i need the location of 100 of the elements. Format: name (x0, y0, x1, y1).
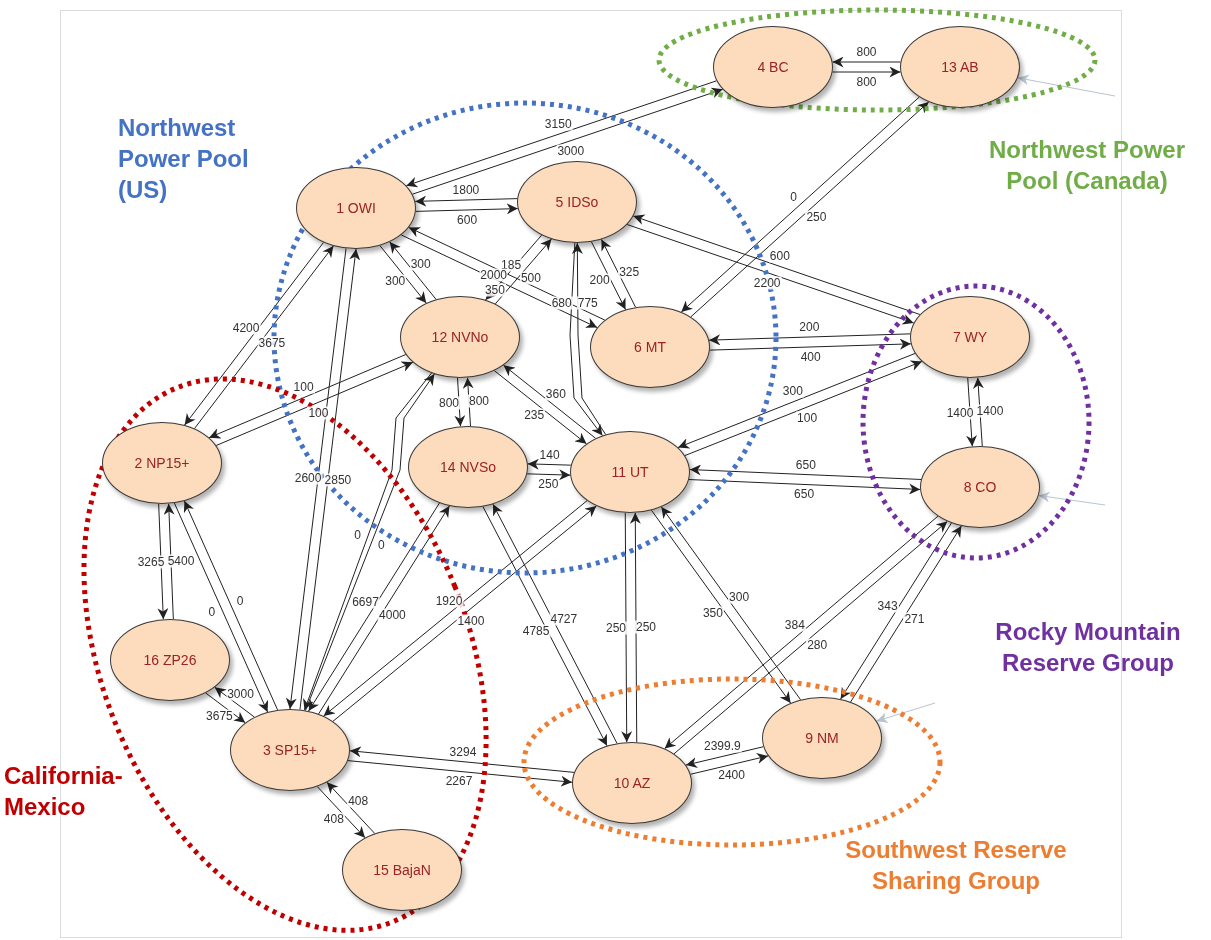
arrow (173, 502, 269, 713)
edge-label: 350 (483, 283, 506, 297)
arrow (163, 503, 175, 620)
edge-label: 400 (799, 350, 822, 364)
edge-label: 0 (235, 594, 245, 608)
group-label: Rocky Mountain Reserve Group (994, 617, 1182, 679)
edge-label: 2600 (293, 471, 323, 484)
edge-label: 680 (550, 296, 573, 310)
edge-label: 600 (768, 249, 791, 263)
edge-label: 3000 (226, 687, 255, 701)
arrow (347, 760, 573, 787)
edge-label: 250 (805, 210, 828, 224)
edge-label: 300 (409, 257, 432, 271)
arrow (482, 506, 608, 747)
edge-label: 408 (322, 812, 345, 826)
edge-label: 1400 (945, 406, 975, 420)
group-label: Northwest Power Pool (US) (118, 113, 250, 206)
edge-label: 140 (538, 448, 561, 461)
edge-label: 800 (855, 75, 878, 89)
edge-label: 1400 (456, 614, 486, 628)
node-label: 5 IDSo (555, 194, 599, 210)
node-label: 10 AZ (613, 775, 651, 791)
edge-label: 2267 (444, 774, 474, 788)
arrow (183, 500, 279, 711)
edge-label: 2000 (479, 268, 509, 282)
edge-label: 100 (292, 380, 315, 394)
arrow (660, 506, 802, 701)
arrow (688, 479, 921, 495)
edge-label: 2200 (752, 276, 782, 290)
edge-label: 280 (806, 638, 829, 652)
node-ellipse (296, 167, 416, 249)
edge-label: 200 (588, 273, 611, 287)
node-label: 16 ZP26 (143, 652, 197, 668)
edge-label: 6697 (351, 595, 380, 609)
edge-label: 0 (789, 190, 798, 204)
edge-label: 650 (793, 487, 816, 501)
node-ellipse (570, 431, 690, 513)
edge-label: 500 (519, 271, 542, 285)
arrow (503, 364, 597, 439)
edge-label: 3150 (543, 117, 573, 131)
edge-label: 3265 (136, 555, 166, 569)
arrow (590, 241, 627, 311)
node-ellipse (400, 296, 520, 378)
arrow (379, 245, 427, 304)
arrow (415, 203, 519, 215)
arrow (684, 360, 923, 457)
edge-label: 325 (618, 265, 641, 279)
edge-label: 5400 (166, 554, 196, 568)
edge-label: 4200 (231, 321, 261, 335)
edge-label: 650 (794, 458, 817, 471)
edge-label: 343 (876, 599, 899, 613)
edge-label: 1800 (451, 183, 481, 197)
arrow (526, 469, 571, 481)
arrow (689, 464, 922, 480)
edge-label: 800 (467, 394, 490, 408)
arrow (600, 238, 637, 308)
arrow (389, 241, 437, 300)
node-label: 7 WY (952, 329, 988, 345)
group-label: Southwest Reserve Sharing Group (844, 835, 1068, 897)
edge-label: 200 (798, 320, 821, 334)
arrow (493, 370, 587, 445)
node-ellipse (572, 742, 692, 824)
edge-label: 3294 (448, 745, 478, 759)
arrow (527, 458, 572, 470)
arrow (214, 686, 255, 718)
edge-label: 0 (207, 605, 217, 619)
edge-label: 250 (605, 621, 627, 635)
node-ellipse (590, 306, 710, 388)
node-ellipse (910, 296, 1030, 378)
arrow (326, 781, 376, 834)
edge-label: 4727 (549, 612, 579, 626)
edge-label: 360 (544, 387, 567, 401)
edge-label: 408 (347, 794, 370, 808)
node-label: 15 BajaN (373, 862, 431, 878)
node-ellipse (342, 829, 462, 911)
arrow (685, 746, 764, 768)
node-ellipse (713, 26, 833, 108)
edge-label: 3675 (205, 709, 234, 723)
edge-label: 3000 (556, 144, 586, 158)
arrow (832, 66, 901, 78)
arrow (414, 195, 518, 207)
edge-label: 235 (523, 408, 546, 422)
node-label: 3 SP15+ (262, 742, 318, 758)
arrow (205, 692, 246, 724)
edge-label: 350 (701, 606, 724, 619)
edge-label: 800 (438, 396, 461, 410)
arrow (492, 503, 618, 744)
edge-label: 2850 (323, 474, 353, 487)
arrow (349, 746, 575, 773)
arrow (1017, 74, 1116, 97)
arrow (629, 512, 641, 743)
arrow (876, 702, 936, 724)
arrow (709, 338, 912, 351)
arrow (832, 56, 901, 68)
node-ellipse (762, 697, 882, 779)
edge-label: 1920 (434, 594, 464, 608)
node-label: 9 NM (805, 730, 839, 746)
edge-label: 300 (384, 274, 407, 288)
edge-label: 4000 (378, 608, 407, 622)
arrow (690, 753, 769, 775)
